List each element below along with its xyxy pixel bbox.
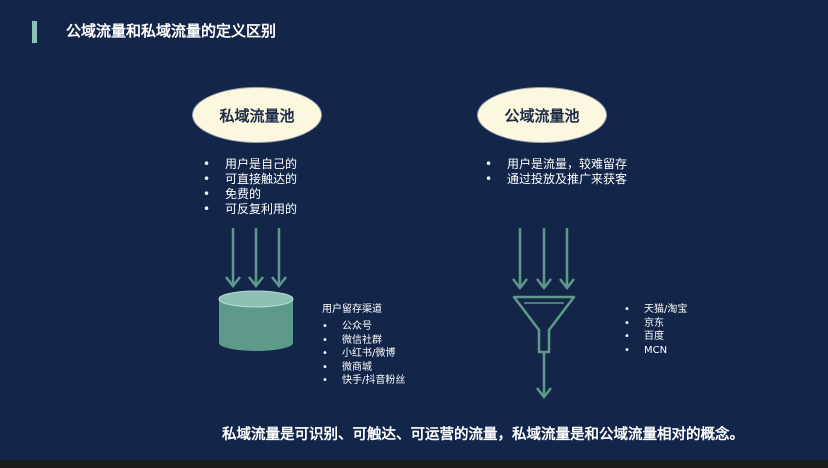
title-accent-bar (32, 21, 37, 43)
public-pool-bullets: 用户是流量，较难留存 通过投放及推广来获客 (485, 157, 627, 187)
arrow-head (271, 276, 287, 289)
retention-channels-list: 公众号 微信社群 小红书/微博 微商城 快手/抖音粉丝 (322, 320, 405, 388)
bottom-strip (0, 460, 828, 468)
list-item: MCN (624, 344, 687, 358)
list-item: 京东 (624, 317, 687, 331)
private-pool-label: 私域流量池 (219, 106, 295, 125)
slide-title: 公域流量和私域流量的定义区别 (66, 22, 277, 40)
list-item: 可直接触达的 (203, 172, 297, 187)
public-flow-arrows (512, 228, 575, 291)
private-flow-arrows (225, 228, 287, 289)
list-item: 用户是自己的 (203, 157, 297, 172)
arrow-head (559, 278, 575, 291)
arrow-head (225, 276, 241, 289)
list-item: 小红书/微博 (322, 347, 405, 361)
channels-heading: 用户留存渠道 (322, 304, 382, 315)
list-item: 用户是流量，较难留存 (485, 157, 627, 172)
public-platforms-list: 天猫/淘宝 京东 百度 MCN (624, 303, 687, 357)
list-item: 通过投放及推广来获客 (485, 172, 627, 187)
arrow-head (536, 387, 552, 400)
storage-cylinder-icon (218, 290, 294, 351)
list-item: 快手/抖音粉丝 (322, 374, 405, 388)
list-item: 免费的 (203, 187, 297, 202)
list-item: 公众号 (322, 320, 405, 334)
list-item: 微信社群 (322, 334, 405, 348)
list-item: 可反复利用的 (203, 202, 297, 217)
public-pool-ellipse: 公域流量池 (477, 87, 607, 143)
public-pool-label: 公域流量池 (504, 106, 580, 125)
private-pool-ellipse: 私域流量池 (192, 87, 322, 143)
funnel-icon (512, 295, 576, 400)
list-item: 微商城 (322, 361, 405, 375)
arrow-head (512, 278, 528, 291)
arrow-head (536, 278, 552, 291)
private-pool-bullets: 用户是自己的 可直接触达的 免费的 可反复利用的 (203, 157, 297, 217)
arrow-head (248, 276, 264, 289)
list-item: 百度 (624, 330, 687, 344)
conclusion-text: 私域流量是可识别、可触达、可运营的流量，私域流量是和公域流量相对的概念。 (222, 427, 744, 443)
list-item: 天猫/淘宝 (624, 303, 687, 317)
